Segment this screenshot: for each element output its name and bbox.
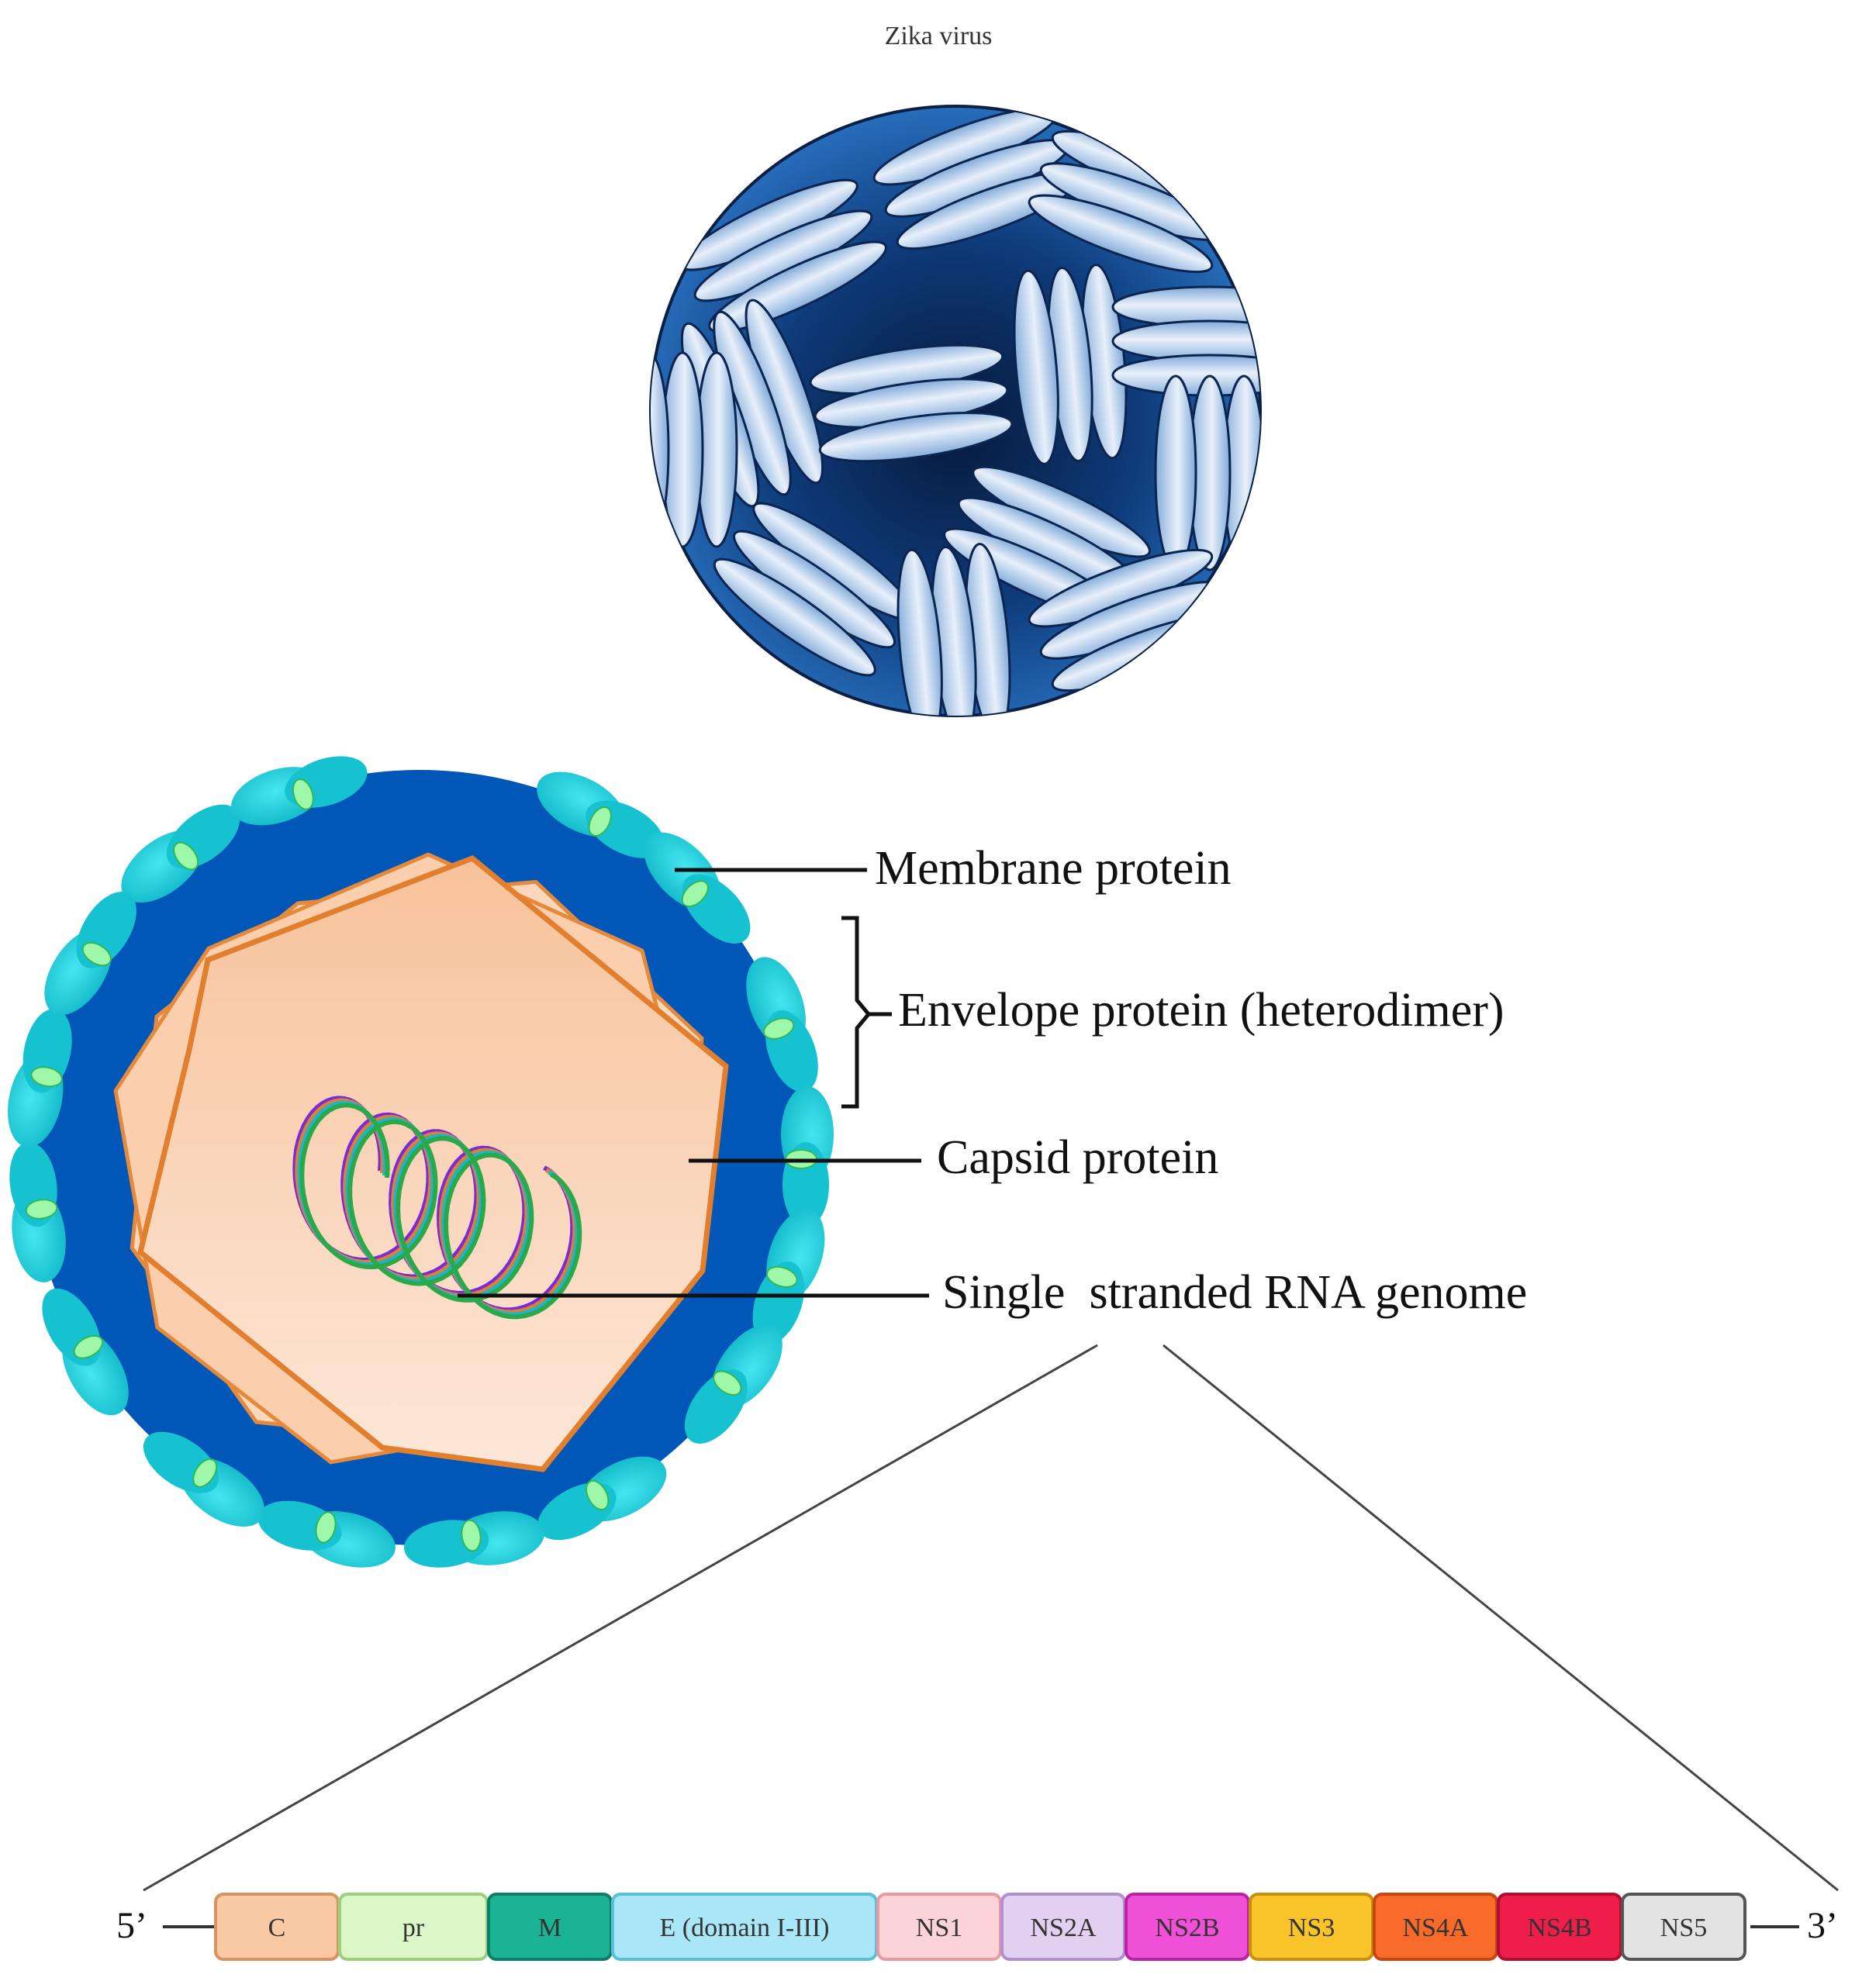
membrane-protein-marker: [173, 841, 199, 871]
envelope-dimer-oval: [1154, 374, 1197, 571]
surface-spike: [537, 1456, 667, 1541]
envelope-dimer-oval: [896, 548, 943, 716]
genome-segment-label: NS4A: [1402, 1914, 1468, 1942]
surface-spike: [257, 1500, 396, 1568]
envelope-dimer-raft: [1013, 264, 1128, 465]
label-rna-genome: Single stranded RNA genome: [942, 1266, 1528, 1319]
envelope-dimer-oval: [818, 411, 1014, 463]
genome-segment-ns4a: NS4A: [1373, 1893, 1498, 1961]
surface-spike: [9, 1142, 66, 1282]
genome-segment-label: NS2A: [1030, 1914, 1096, 1942]
genome-segment-c: C: [214, 1893, 340, 1961]
envelope-dimer-raft: [713, 502, 916, 677]
membrane-protein-marker: [30, 1066, 63, 1088]
three-prime-end: 3’: [1807, 1905, 1838, 1946]
envelope-dimer-oval: [1028, 194, 1214, 274]
surface-spike: [781, 1086, 834, 1227]
surface-spike: [684, 1324, 782, 1444]
genome-segment-m: M: [487, 1893, 613, 1961]
envelope-dimer-oval: [713, 557, 876, 677]
membrane-protein-marker: [81, 941, 112, 967]
surface-spike: [121, 804, 240, 903]
membrane-protein-marker: [681, 880, 709, 908]
envelope-dimer-raft: [651, 351, 738, 548]
surface-spike: [404, 1511, 544, 1568]
genome-segment-label: C: [268, 1914, 286, 1942]
membrane-protein-marker: [315, 1511, 337, 1544]
surface-spike: [42, 1288, 129, 1416]
genome-segment-ns5: NS5: [1621, 1893, 1746, 1961]
five-prime-end: 5’: [116, 1905, 147, 1946]
label-capsid-protein: Capsid protein: [937, 1131, 1219, 1184]
genome-segment-e-domain-i-iii-: E (domain I-III): [611, 1893, 878, 1961]
leader-lines: [458, 868, 929, 1298]
membrane-protein-marker: [25, 1199, 58, 1220]
genome-segment-label: E (domain I-III): [659, 1914, 829, 1942]
membrane-protein-marker: [292, 778, 314, 810]
rna-strand: [299, 1103, 582, 1320]
surface-spike: [44, 892, 136, 1016]
membrane-protein-marker: [762, 1017, 795, 1040]
zika-virion-illustration: [649, 105, 1262, 717]
surface-spike: [537, 771, 665, 858]
surface-spike: [746, 957, 818, 1092]
envelope-dimer-oval: [651, 351, 670, 548]
membrane-protein-marker: [765, 1265, 798, 1288]
genome-segment-label: NS2B: [1155, 1914, 1219, 1942]
envelope-dimers: [651, 106, 1260, 716]
zoom-left: [143, 1344, 1098, 1892]
membrane-protein-marker: [586, 1479, 610, 1510]
figure-title: Zika virus: [884, 22, 993, 50]
zoom-right: [1163, 1344, 1839, 1892]
envelope-dimer-raft: [896, 543, 1011, 716]
zoom-lines: [143, 1344, 1839, 1892]
genome-segment-ns3: NS3: [1249, 1893, 1374, 1961]
envelope-dimer-raft: [809, 343, 1014, 463]
genome-segment-label: NS3: [1288, 1914, 1335, 1942]
genome-segment-ns2a: NS2A: [1000, 1893, 1126, 1961]
membrane-protein-marker: [461, 1519, 482, 1552]
genome-segment-label: NS1: [916, 1914, 962, 1942]
label-membrane-protein: Membrane protein: [875, 842, 1232, 895]
surface-spike: [231, 756, 368, 826]
envelope-bracket: [841, 916, 872, 1109]
surface-spike: [752, 1209, 825, 1344]
genome-segment-ns2b: NS2B: [1125, 1893, 1250, 1961]
membrane-protein-marker: [73, 1334, 104, 1359]
membrane-protein-marker: [713, 1370, 742, 1396]
genome-segment-ns4b: NS4B: [1497, 1893, 1622, 1961]
genome-segment-ns1: NS1: [876, 1893, 1002, 1961]
surface-spike: [8, 1009, 72, 1148]
rna-genome-coil: [292, 1096, 582, 1320]
genome-segment-label: M: [538, 1914, 561, 1942]
genome-segment-label: pr: [402, 1914, 425, 1942]
genome-segment-label: NS4B: [1527, 1914, 1591, 1942]
label-envelope-protein: Envelope protein (heterodimer): [898, 984, 1505, 1037]
envelope-dimer-oval: [1013, 269, 1059, 465]
envelope-dimer-raft: [1154, 374, 1260, 571]
membrane-protein-marker: [588, 806, 612, 837]
surface-spike: [143, 1431, 265, 1527]
genome-segment-pr: pr: [338, 1893, 489, 1961]
genome-segment-label: NS5: [1660, 1914, 1707, 1942]
genome-segment-box: [1621, 1893, 1746, 1961]
membrane-protein-marker: [192, 1458, 218, 1488]
